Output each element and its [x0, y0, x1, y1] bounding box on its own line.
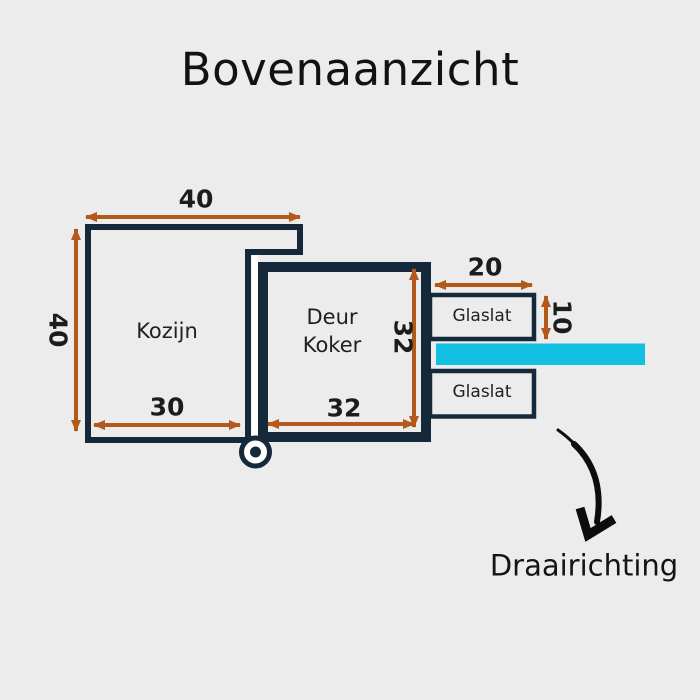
door-gap [251, 253, 258, 445]
dim-label-koker-width-bottom: 32 [326, 393, 362, 423]
glass-pane-bar [436, 343, 645, 365]
deur-koker-outline [258, 262, 431, 442]
dim-label-kozijn-width-top: 40 [178, 184, 214, 214]
dimension-arrows [71, 212, 551, 432]
deur-koker-label-line2: Koker [302, 333, 362, 357]
dim-label-glaslat-width: 20 [467, 252, 503, 282]
deur-koker-label: Deur Koker [303, 303, 362, 359]
deur-koker-label-line1: Deur [306, 305, 358, 329]
glaslat-top-label: Glaslat [452, 306, 512, 327]
dim-label-kozijn-depth-left: 40 [43, 312, 73, 348]
dim-label-koker-depth-right: 32 [388, 319, 418, 355]
dim-label-glaslat-depth: 10 [547, 299, 577, 335]
rotation-arrow-icon [556, 428, 617, 542]
kozijn-label: Kozijn [136, 318, 198, 343]
hinge-pivot-icon [239, 435, 272, 469]
glaslat-bottom-box [427, 368, 537, 419]
page-title: Bovenaanzicht [180, 43, 520, 97]
draairichting-label: Draairichting [489, 548, 679, 583]
glaslat-bottom-label: Glaslat [452, 382, 512, 403]
glaslat-top-box [427, 292, 537, 342]
dim-label-kozijn-inner-width-bottom: 30 [149, 392, 185, 422]
